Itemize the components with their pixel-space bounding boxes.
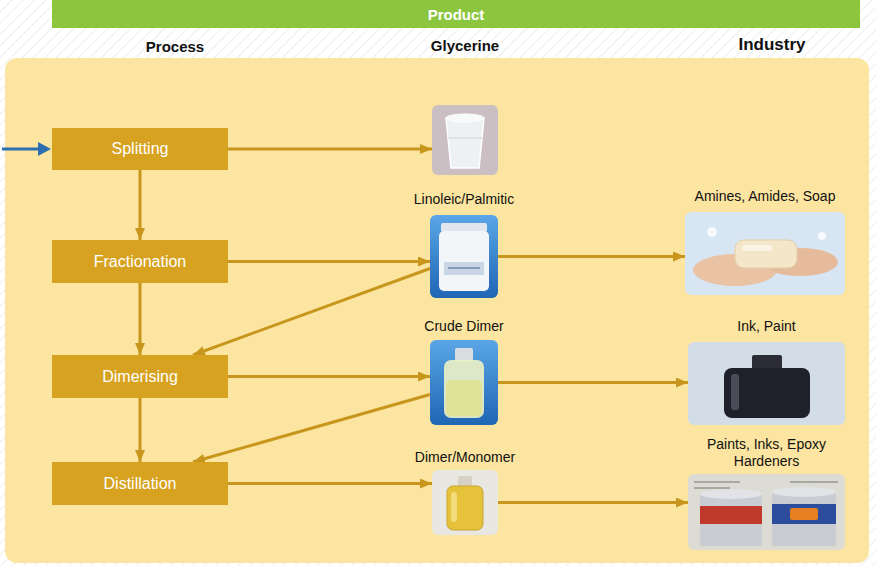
flow-arrow	[193, 269, 430, 356]
industry-image: Amines, Amides, Soap	[685, 212, 845, 295]
soap-hands-photo-part	[818, 232, 826, 240]
industry-image: Paints, Inks, Epoxy Hardeners	[688, 474, 845, 550]
image-caption: Linoleic/Palmitic	[414, 191, 514, 208]
palmitic-jar-photo	[430, 215, 498, 298]
image-caption: Crude Dimer	[424, 318, 503, 335]
soap-hands-photo-part	[685, 212, 845, 295]
ink-bottle-photo-part	[752, 355, 782, 370]
flow-arrow	[498, 255, 685, 258]
ink-bottle-photo-part	[724, 368, 810, 418]
process-box: Splitting	[52, 128, 228, 170]
ink-bottle-photo-part	[731, 374, 739, 410]
process-box: Fractionation	[52, 240, 228, 283]
flow-arrow	[193, 395, 430, 463]
product-image: Glycerine	[432, 105, 498, 175]
image-caption: Ink, Paint	[737, 318, 795, 335]
column-header: Process	[146, 38, 204, 55]
palmitic-jar-photo-part	[439, 231, 489, 291]
process-label: Splitting	[112, 140, 169, 158]
flow-arrow	[228, 260, 430, 263]
process-label: Dimerising	[102, 368, 178, 386]
image-caption: Dimer/Monomer	[415, 449, 515, 466]
glycerine-glass-photo-part	[446, 114, 484, 122]
input-arrow-part	[38, 142, 51, 156]
crude-dimer-bottle-photo	[430, 340, 498, 425]
flow-arrow	[139, 283, 142, 355]
flow-arrow	[139, 170, 142, 240]
image-caption: Amines, Amides, Soap	[695, 188, 836, 205]
glycerine-glass-photo-part	[432, 105, 498, 175]
flow-arrow	[228, 375, 430, 378]
process-label: Fractionation	[94, 253, 187, 271]
paint-cans-photo-part	[700, 506, 762, 524]
paint-cans-photo-part	[772, 492, 836, 546]
image-caption: Paints, Inks, Epoxy Hardeners	[687, 436, 847, 470]
crude-dimer-bottle-photo-part	[430, 340, 498, 425]
process-box: Distillation	[52, 462, 228, 505]
soap-hands-photo-part	[735, 240, 797, 268]
dimer-monomer-bottle-photo-part	[447, 486, 483, 530]
glycerine-glass-photo-part	[446, 118, 484, 168]
crude-dimer-bottle-photo-part	[455, 348, 473, 362]
header-band: Product	[52, 0, 860, 28]
soap-hands-photo	[685, 212, 845, 295]
paint-cans-photo-part	[694, 482, 838, 488]
paint-cans-photo-part	[700, 489, 762, 499]
paint-cans-photo-part	[772, 487, 836, 497]
palmitic-jar-photo-part	[444, 262, 484, 275]
palmitic-jar-photo-part	[448, 267, 480, 269]
industry-image: Ink, Paint	[688, 342, 845, 425]
glycerine-glass-photo	[432, 105, 498, 175]
paint-cans-photo-part	[772, 504, 836, 524]
yellow-panel	[5, 58, 869, 563]
input-arrow	[2, 142, 51, 156]
dimer-monomer-bottle-photo-part	[451, 492, 457, 522]
flow-arrow	[228, 482, 432, 485]
paint-cans-photo	[688, 474, 845, 550]
palmitic-jar-photo-part	[430, 215, 498, 298]
flow-arrow	[139, 398, 142, 462]
dimer-monomer-bottle-photo-part	[432, 470, 498, 535]
paint-cans-photo-part	[688, 474, 845, 550]
dimer-monomer-bottle-photo	[432, 470, 498, 535]
image-caption: Glycerine	[431, 37, 499, 55]
flow-arrow	[498, 381, 688, 384]
paint-cans-photo-part	[700, 494, 762, 546]
product-image: Linoleic/Palmitic	[430, 215, 498, 298]
flow-arrow	[228, 148, 432, 151]
paint-cans-photo-part	[790, 508, 818, 520]
process-box: Dimerising	[52, 355, 228, 398]
ink-bottle-photo	[688, 342, 845, 425]
process-label: Distillation	[104, 475, 177, 493]
crude-dimer-bottle-photo-part	[446, 380, 482, 416]
product-image: Dimer/Monomer	[432, 470, 498, 535]
input-arrow-part	[2, 148, 40, 151]
product-image: Crude Dimer	[430, 340, 498, 425]
ink-bottle-photo-part	[688, 342, 845, 425]
soap-hands-photo-part	[742, 245, 772, 251]
palmitic-jar-photo-part	[441, 223, 487, 232]
crude-dimer-bottle-photo-part	[444, 360, 484, 418]
glycerine-glass-photo-part	[448, 137, 482, 139]
band-title: Product	[428, 6, 485, 23]
soap-hands-photo-part	[707, 227, 717, 237]
flow-arrow	[498, 501, 688, 504]
column-header: Industry	[738, 35, 805, 55]
